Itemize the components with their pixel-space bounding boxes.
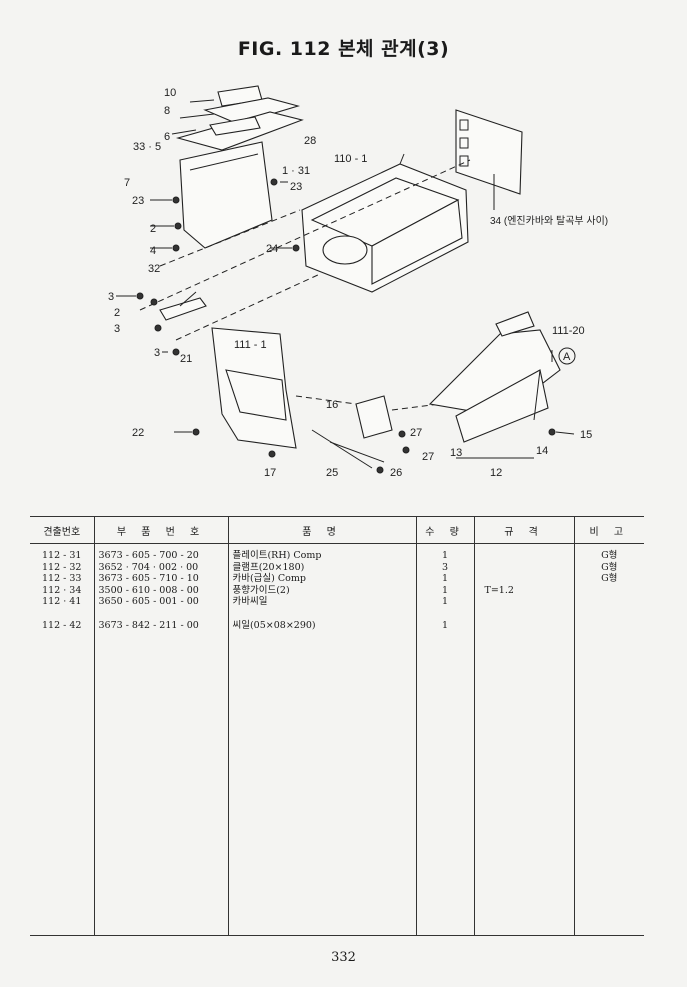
spec-cell — [479, 550, 570, 562]
callout-3-upper: 3 — [108, 291, 114, 303]
part-no-column: 3673 - 605 - 700 - 20 3652 · 704 · 002 ·… — [93, 543, 228, 936]
callout-32: 32 — [148, 263, 160, 275]
callout-23-left: 23 — [132, 195, 144, 207]
callout-111-20: 111-20 — [552, 325, 585, 337]
callout-22: 22 — [132, 427, 144, 439]
callout-10: 10 — [164, 87, 176, 99]
ref-no-cell: 112 - 32 — [42, 561, 82, 573]
part-no-cell: 3652 · 704 · 002 · 00 — [98, 561, 199, 573]
spec-cell — [479, 573, 570, 585]
callout-23-right: 23 — [290, 181, 302, 193]
quantity-cell: 1 — [441, 550, 449, 561]
note-cell: G형 — [601, 573, 618, 584]
table-row: 112 - 31 112 - 32 112 - 33 112 · 34 112 … — [30, 543, 644, 936]
callout-24: 24 — [266, 243, 278, 255]
callout-4: 4 — [150, 245, 156, 257]
quantity-cell: 3 — [441, 561, 449, 573]
callout-21: 21 — [180, 353, 192, 365]
callout-111-1: 111 - 1 — [234, 339, 267, 351]
callout-1-31: 1 · 31 — [282, 165, 310, 177]
callout-a: A — [563, 351, 571, 363]
spec-column: T=1.2 — [473, 543, 574, 936]
part-no-cell: 3673 - 605 - 700 - 20 — [98, 550, 199, 561]
callout-2-lower: 2 — [114, 307, 120, 319]
callout-6: 6 — [164, 131, 170, 143]
part-no-cell: 3650 - 605 - 001 - 00 — [98, 596, 199, 607]
callout-3-middle: 3 — [114, 323, 120, 335]
part-name-column: 플레이트(RH) Comp 클램프(20×180) 카바(급실) Comp 풍향… — [227, 543, 416, 936]
callout-15: 15 — [580, 429, 592, 441]
quantity-cell: 1 — [441, 584, 449, 596]
callout-26: 26 — [390, 467, 402, 479]
header-note: 비 고 — [573, 516, 644, 544]
quantity-cell: 1 — [441, 596, 449, 607]
callout-7: 7 — [124, 177, 130, 189]
lower-side-panel — [174, 327, 297, 458]
part-name-cell: 씨일(05×08×290) — [232, 619, 316, 631]
ref-no-cell: 112 · 41 — [42, 596, 82, 607]
ref-no-cell: 112 - 33 — [42, 573, 82, 584]
parts-list-table: 견출번호 부 품 번 호 품 명 수 량 규 격 비 고 112 - 31 11… — [30, 516, 644, 936]
note-column: G형 G형 G형 — [573, 543, 644, 936]
spec-cell — [479, 562, 570, 574]
header-part-name: 품 명 — [227, 516, 416, 544]
callout-25: 25 — [326, 467, 338, 479]
callout-110-1: 110 - 1 — [334, 153, 367, 165]
ref-no-cell: 112 - 31 — [42, 550, 82, 561]
callout-27-upper: 27 — [410, 427, 422, 439]
callout-14: 14 — [536, 445, 548, 457]
callout-3-lower: 3 — [154, 347, 160, 359]
callout-13: 13 — [450, 447, 462, 459]
header-quantity: 수 량 — [415, 516, 474, 544]
main-frame — [270, 153, 469, 293]
header-ref-no: 견출번호 — [30, 516, 94, 544]
part-name-cell: 플레이트(RH) Comp — [232, 550, 322, 561]
ref-no-column: 112 - 31 112 - 32 112 - 33 112 · 34 112 … — [30, 543, 94, 936]
ref-no-cell: 112 - 42 — [42, 619, 82, 631]
spec-cell: T=1.2 — [484, 584, 514, 596]
side-plate-rh — [150, 141, 288, 252]
part-name-cell: 카바(급실) Comp — [232, 573, 306, 584]
quantity-cell: 1 — [441, 619, 449, 631]
part-name-cell: 카바씨일 — [232, 596, 268, 607]
top-cover-assembly — [171, 85, 304, 151]
quantity-column: 1 3 1 1 1 1 — [415, 543, 474, 936]
callout-12: 12 — [490, 467, 502, 479]
part-no-cell: 3673 - 605 - 710 - 10 — [98, 573, 199, 584]
callout-16: 16 — [326, 399, 338, 411]
part-no-cell: 3500 - 610 - 008 - 00 — [98, 584, 199, 596]
table-header-row: 견출번호 부 품 번 호 품 명 수 량 규 격 비 고 — [30, 516, 644, 544]
air-guide-plate — [455, 109, 523, 210]
callout-17: 17 — [264, 467, 276, 479]
part-no-cell: 3673 - 842 - 211 - 00 — [98, 619, 199, 631]
callout-27-lower: 27 — [422, 451, 434, 463]
header-part-no: 부 품 번 호 — [93, 516, 228, 544]
note-cell — [579, 585, 641, 597]
clamp-parts — [116, 291, 207, 356]
spec-cell — [479, 620, 570, 632]
quantity-cell: 1 — [441, 573, 449, 584]
right-cover-assembly — [428, 311, 576, 459]
spec-cell — [479, 596, 570, 608]
callout-34: 34 (엔진카바와 탈곡부 사이) — [490, 214, 608, 227]
callout-2-upper: 2 — [150, 223, 156, 235]
note-cell: G형 — [601, 561, 618, 573]
ref-no-cell: 112 · 34 — [42, 584, 82, 596]
note-cell — [579, 596, 641, 608]
part-name-cell: 풍향가이드(2) — [232, 584, 290, 596]
callout-8: 8 — [164, 105, 170, 117]
header-spec: 규 격 — [473, 516, 574, 544]
page-number: 332 — [331, 950, 356, 965]
figure-title: FIG. 112 본체 관계(3) — [237, 38, 450, 60]
part-name-cell: 클램프(20×180) — [232, 561, 305, 573]
exploded-parts-diagram: 10 8 6 33 · 5 28 7 23 1 · 31 23 110 - 1 … — [108, 85, 608, 479]
bracket-and-rods — [295, 395, 441, 474]
note-cell — [579, 620, 641, 632]
callout-28: 28 — [304, 135, 316, 147]
callout-33-5: 33 · 5 — [133, 141, 161, 153]
note-cell: G형 — [601, 550, 618, 561]
